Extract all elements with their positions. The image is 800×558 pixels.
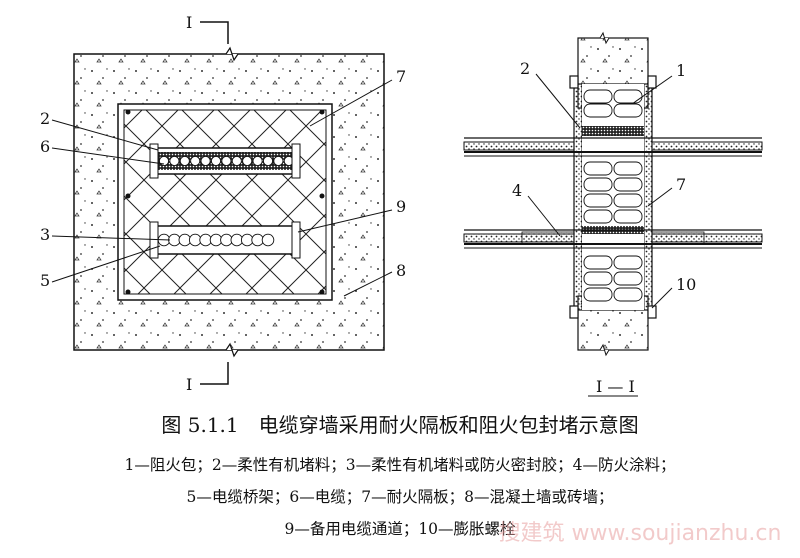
fire-bag (583, 255, 613, 270)
legend-line-2: 5—电缆桥架；6—电缆；7—耐火隔板；8—混凝土墙或砖墙； (187, 488, 614, 506)
cable (252, 155, 263, 167)
bolts-elevation (125, 109, 325, 295)
cable (188, 233, 202, 247)
fire-bag (583, 89, 613, 104)
cable (230, 233, 244, 247)
label-2: 2 (40, 109, 50, 128)
cable (178, 233, 192, 247)
label-9: 9 (396, 197, 406, 216)
fire-bag (583, 103, 613, 118)
cable (221, 155, 232, 167)
fire-bag (613, 287, 643, 302)
fire-coating-right (651, 231, 705, 245)
cables-upper (158, 155, 294, 167)
fire-bag (583, 209, 613, 224)
cable (190, 155, 201, 167)
tray-bracket-lower-right (291, 221, 301, 259)
cable (242, 155, 253, 167)
fire-bag (583, 271, 613, 286)
figure-caption: 图 5.1.1 电缆穿墙采用耐火隔板和阻火包封堵示意图 (161, 413, 638, 437)
cable (168, 233, 181, 247)
section-view: 2 1 4 7 10 I — I (463, 31, 763, 397)
cable (262, 155, 274, 167)
tray-upper-section (463, 137, 763, 157)
label-r4: 4 (512, 181, 522, 200)
fire-bag (583, 193, 613, 208)
section-mark-top: I (186, 13, 192, 32)
label-7: 7 (396, 67, 406, 86)
label-r1: 1 (676, 61, 686, 80)
section-title: I — I (596, 377, 635, 396)
cable (169, 155, 180, 167)
cable (209, 233, 223, 247)
label-8: 8 (396, 261, 406, 280)
cable (251, 233, 264, 247)
tray-bracket-upper-right (291, 143, 301, 179)
fire-bag (613, 255, 643, 270)
fire-resistant-board (123, 109, 327, 295)
cable (231, 155, 242, 167)
legend-line-1: 1—阻火包；2—柔性有机堵料；3—柔性有机堵料或防火密封胶；4—防火涂料； (125, 456, 676, 474)
section-marker-bottom (200, 362, 229, 385)
cable (158, 155, 170, 167)
fire-bag (583, 177, 613, 192)
fire-board-right (643, 83, 653, 311)
fire-bag (613, 103, 643, 118)
fire-bag (583, 161, 613, 176)
legend-line-3: 9—备用电缆通道；10—膨胀螺栓 (284, 520, 515, 538)
fire-board-left (573, 83, 583, 311)
cables-lower (157, 233, 275, 247)
fire-coating-left (521, 231, 575, 245)
fire-bag (613, 177, 643, 192)
expansion-bolts (569, 75, 657, 319)
label-5: 5 (40, 271, 50, 290)
tray-bracket-upper-left (149, 143, 159, 179)
break-mark-bottom (225, 342, 239, 358)
fire-bag (613, 193, 643, 208)
fire-bag (613, 271, 643, 286)
label-r7: 7 (676, 175, 686, 194)
fire-bag (613, 89, 643, 104)
sealant-upper-section (582, 126, 644, 136)
label-r10: 10 (676, 275, 696, 294)
section-mark-bottom: I (186, 375, 192, 394)
fire-bag (613, 209, 643, 224)
watermark: 搜建筑 www.soujianzhu.cn (499, 521, 782, 546)
label-r2: 2 (520, 59, 530, 78)
elevation-view: I I 2 6 3 (40, 13, 406, 394)
fire-bag (583, 287, 613, 302)
cable (210, 155, 222, 167)
cable (199, 233, 212, 247)
label-6: 6 (40, 137, 50, 156)
section-marker-top (200, 21, 229, 44)
break-mark-top (225, 46, 239, 62)
cable (273, 155, 284, 167)
fire-bags (583, 89, 643, 302)
leader-lines-left (51, 79, 393, 297)
cable (200, 155, 211, 167)
cable (240, 233, 254, 247)
label-3: 3 (40, 225, 50, 244)
cable (261, 233, 275, 247)
cable (179, 155, 190, 167)
cable (220, 233, 233, 247)
leader-lines-right (527, 73, 673, 309)
fire-bag (613, 161, 643, 176)
